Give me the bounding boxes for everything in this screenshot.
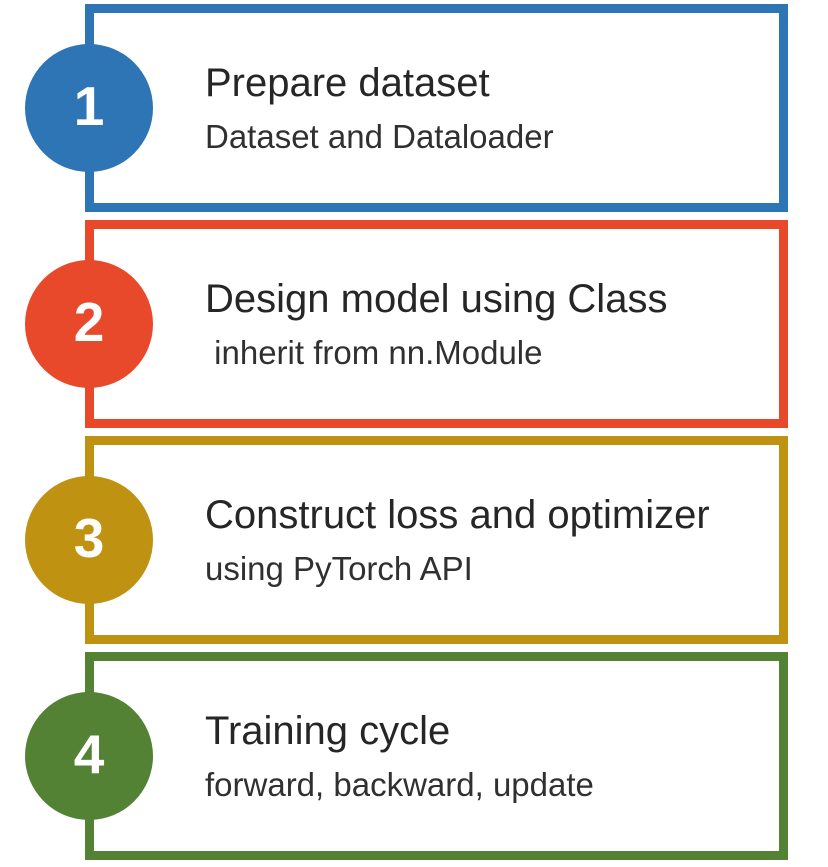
step-1-box <box>85 4 788 212</box>
step-2-number-badge: 2 <box>25 260 153 388</box>
step-4-text: Training cycle forward, backward, update <box>205 708 594 804</box>
step-3-text: Construct loss and optimizer using PyTor… <box>205 492 710 588</box>
step-3-number: 3 <box>73 506 105 569</box>
step-1: 1 Prepare dataset Dataset and Dataloader <box>0 4 828 212</box>
step-2-box <box>85 220 788 428</box>
step-4-box <box>85 652 788 860</box>
step-4: 4 Training cycle forward, backward, upda… <box>0 652 828 860</box>
step-4-number-badge: 4 <box>25 692 153 820</box>
step-1-text: Prepare dataset Dataset and Dataloader <box>205 60 554 156</box>
step-2-title: Design model using Class <box>205 277 668 322</box>
step-2-text: Design model using Class inherit from nn… <box>205 276 667 372</box>
step-3: 3 Construct loss and optimizer using PyT… <box>0 436 828 644</box>
step-2: 2 Design model using Class inherit from … <box>0 220 828 428</box>
step-3-subtitle: using PyTorch API <box>205 550 473 588</box>
step-3-number-badge: 3 <box>25 476 153 604</box>
step-1-subtitle: Dataset and Dataloader <box>205 118 554 156</box>
step-1-number-badge: 1 <box>25 44 153 172</box>
step-2-number: 2 <box>73 290 105 353</box>
step-2-subtitle: inherit from nn.Module <box>205 334 543 372</box>
step-4-number: 4 <box>73 722 105 785</box>
step-3-title: Construct loss and optimizer <box>205 493 710 538</box>
step-1-title: Prepare dataset <box>205 61 490 106</box>
step-1-number: 1 <box>73 74 105 137</box>
step-4-title: Training cycle <box>205 709 451 754</box>
step-4-subtitle: forward, backward, update <box>205 766 594 804</box>
